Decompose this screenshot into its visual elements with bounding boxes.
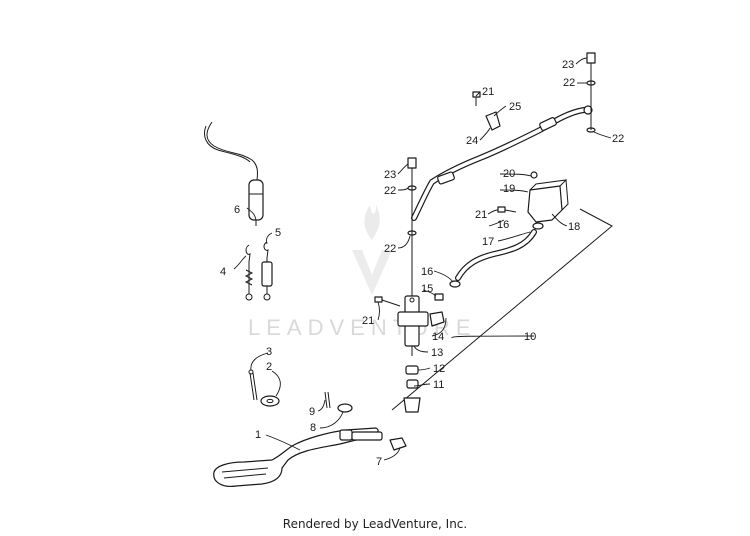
- part-15-fitting: [434, 293, 444, 301]
- callout-19: 19: [503, 183, 515, 195]
- callout-20: 20: [503, 168, 515, 180]
- callout-leaders: [233, 57, 612, 461]
- callout-1: 1: [255, 429, 261, 441]
- part-12-nut: [405, 365, 419, 375]
- callout-11: 11: [433, 379, 444, 391]
- part-17-reservoir-hose: [455, 229, 537, 281]
- part-4-spring: [244, 244, 254, 301]
- part-25-clamp: [485, 111, 501, 131]
- part-14-fitting: [429, 311, 445, 327]
- callout-7: 7: [376, 456, 382, 468]
- callout-21-top: 21: [482, 86, 494, 98]
- part-1-brake-pedal: [213, 427, 383, 487]
- callout-13: 13: [431, 347, 443, 359]
- callout-16-upper: 16: [497, 219, 509, 231]
- callout-10: 10: [524, 331, 536, 343]
- part-21-bolt-top: [472, 91, 481, 106]
- part-21-bolt-cylinder: [374, 296, 401, 307]
- callout-15: 15: [421, 283, 433, 295]
- callout-22-left-bottom: 22: [384, 243, 396, 255]
- callout-2: 2: [266, 361, 272, 373]
- part-16-clamp-upper: [532, 222, 544, 230]
- callout-18: 18: [568, 221, 580, 233]
- part-7-nut: [389, 437, 407, 451]
- part-clevis: [403, 397, 421, 413]
- callout-12: 12: [433, 363, 445, 375]
- part-16-clamp-lower: [449, 280, 461, 288]
- callout-9: 9: [309, 406, 315, 418]
- part-13-master-cylinder: [397, 295, 429, 356]
- part-11-nut: [406, 379, 419, 389]
- callout-21-reservoir: 21: [475, 209, 487, 221]
- callout-22-right-bottom: 22: [612, 133, 624, 145]
- callout-17: 17: [482, 236, 494, 248]
- part-24-brake-hose: [411, 105, 593, 221]
- callout-6: 6: [234, 204, 240, 216]
- callout-23-left: 23: [384, 169, 396, 181]
- callout-25: 25: [509, 101, 521, 113]
- footer-credit: Rendered by LeadVenture, Inc.: [282, 517, 468, 531]
- callout-labels: 1 2 3 4 5 6 7 8 9 10 11 12 13 14 15 16 1…: [220, 59, 624, 468]
- part-3-cotter-pin: [248, 369, 258, 401]
- callout-4: 4: [220, 266, 226, 278]
- assembly-bracket-10: [391, 208, 613, 411]
- part-21-bolt-reservoir: [497, 206, 517, 213]
- part-5-spring: [261, 241, 273, 301]
- part-18-reservoir: [527, 179, 569, 223]
- callout-14: 14: [432, 331, 444, 343]
- callout-16-lower: 16: [421, 266, 433, 278]
- callout-3: 3: [266, 346, 272, 358]
- callout-5: 5: [275, 227, 281, 239]
- callout-22-left-top: 22: [384, 185, 396, 197]
- part-9-pin: [324, 391, 331, 409]
- part-20-cap-screw: [530, 171, 538, 179]
- watermark-logo-icon: [352, 205, 392, 295]
- part-23-banjo-bolt-right: [586, 52, 596, 64]
- callout-23-right: 23: [562, 59, 574, 71]
- callout-24: 24: [466, 135, 478, 147]
- callout-8: 8: [310, 422, 316, 434]
- callout-21-cylinder: 21: [362, 315, 374, 327]
- callout-22-right-top: 22: [563, 77, 575, 89]
- part-23-banjo-bolt-left: [407, 157, 417, 169]
- part-2-washer: [260, 395, 280, 407]
- part-8-washer: [337, 403, 353, 413]
